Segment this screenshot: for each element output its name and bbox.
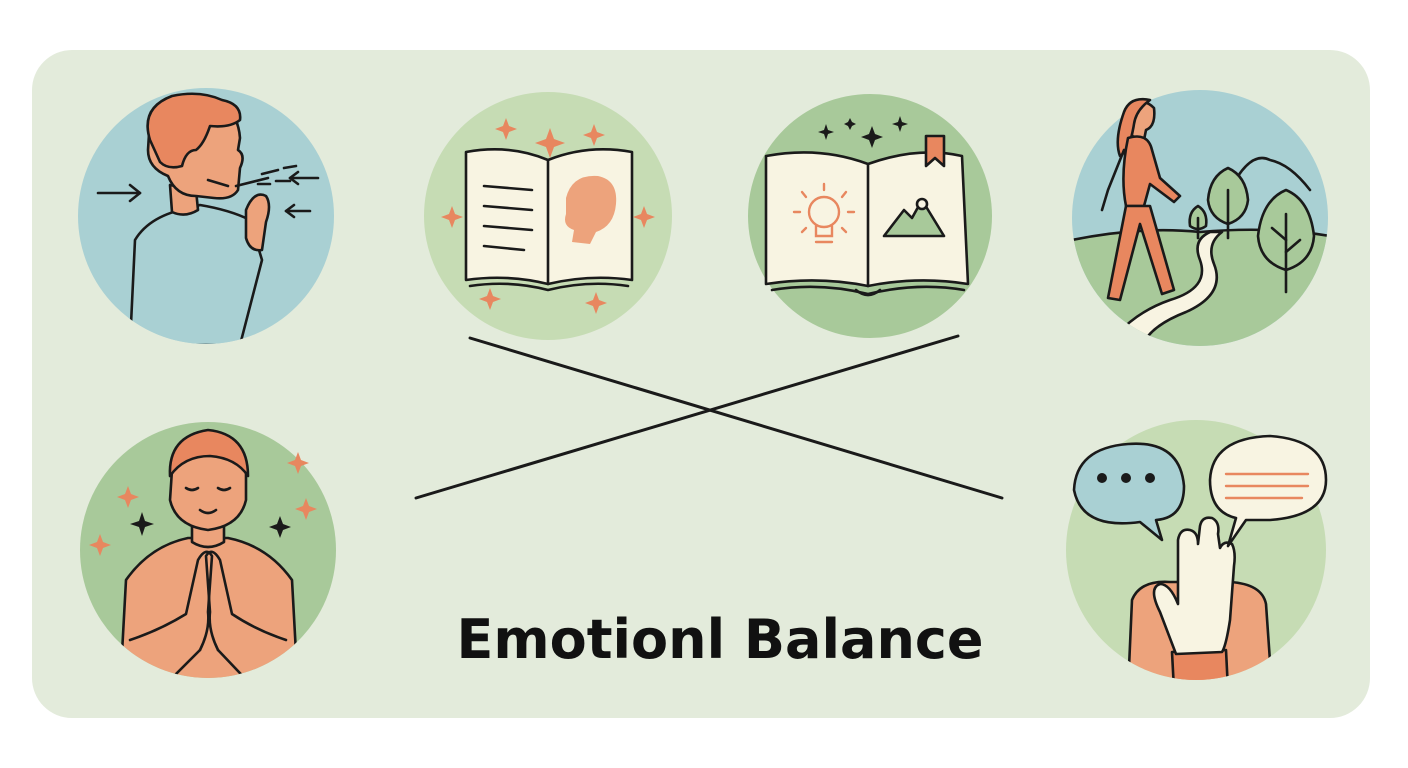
open-book-face-icon xyxy=(424,92,672,340)
meditation-icon xyxy=(80,422,336,678)
nature-walk-icon xyxy=(1072,90,1328,346)
cross-lines xyxy=(414,334,1004,500)
communication-icon xyxy=(1066,420,1328,680)
deep-breathing-icon xyxy=(78,88,334,344)
diagram-title: Emotionl Balance xyxy=(456,608,984,671)
open-book-idea-icon xyxy=(748,94,992,338)
